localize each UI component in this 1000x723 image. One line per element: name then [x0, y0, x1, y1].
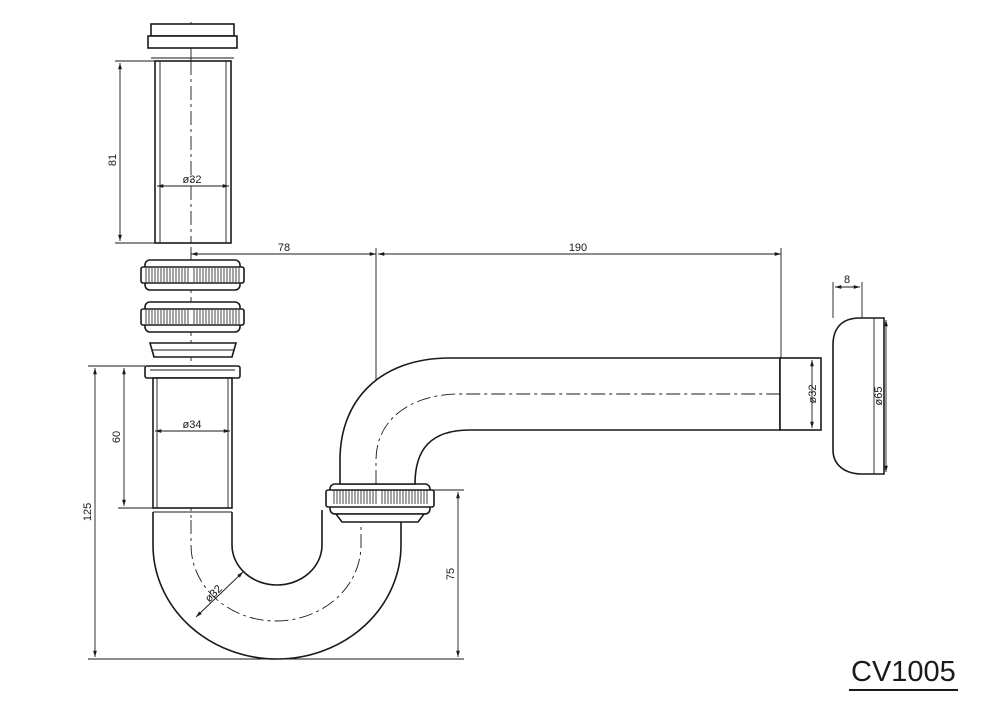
waste-plug-cap: [147, 23, 238, 59]
knurled-nut-lower: [140, 301, 245, 333]
label-horizontal-run: 190: [569, 242, 587, 254]
dim-bend-diameter: [195, 571, 244, 618]
dim-tailpiece-height: [115, 60, 155, 244]
label-inlet-diameter: ø34: [183, 419, 202, 431]
tailpiece-tube: [154, 60, 232, 244]
dim-inlet-length: [118, 365, 153, 509]
label-overall-height: 125: [82, 503, 94, 521]
label-bend-diameter: ø32: [203, 583, 225, 605]
trap-inlet: [144, 365, 241, 509]
swan-neck: [339, 357, 790, 485]
label-inlet-length: 60: [111, 431, 123, 443]
knurled-nut-upper: [140, 259, 245, 291]
dim-overall-height: [88, 365, 278, 660]
label-trap-depth: 75: [445, 568, 457, 580]
cone-washer: [148, 342, 238, 358]
label-wall-pipe-diameter: ø32: [807, 385, 819, 404]
union-nut-right: [325, 483, 435, 523]
label-flange-thickness: 8: [844, 274, 850, 286]
wall-flange: [832, 317, 885, 475]
label-offset-to-centre: 78: [278, 242, 290, 254]
label-flange-diameter: ø65: [873, 387, 885, 406]
dim-flange-thickness: [832, 282, 863, 318]
label-tailpiece-diameter: ø32: [183, 174, 202, 186]
u-bend: [152, 510, 402, 660]
wall-pipe-end: [779, 357, 822, 431]
dim-trap-depth: [278, 489, 464, 660]
label-tailpiece-height: 81: [107, 154, 119, 166]
model-code: CV1005: [849, 656, 958, 691]
